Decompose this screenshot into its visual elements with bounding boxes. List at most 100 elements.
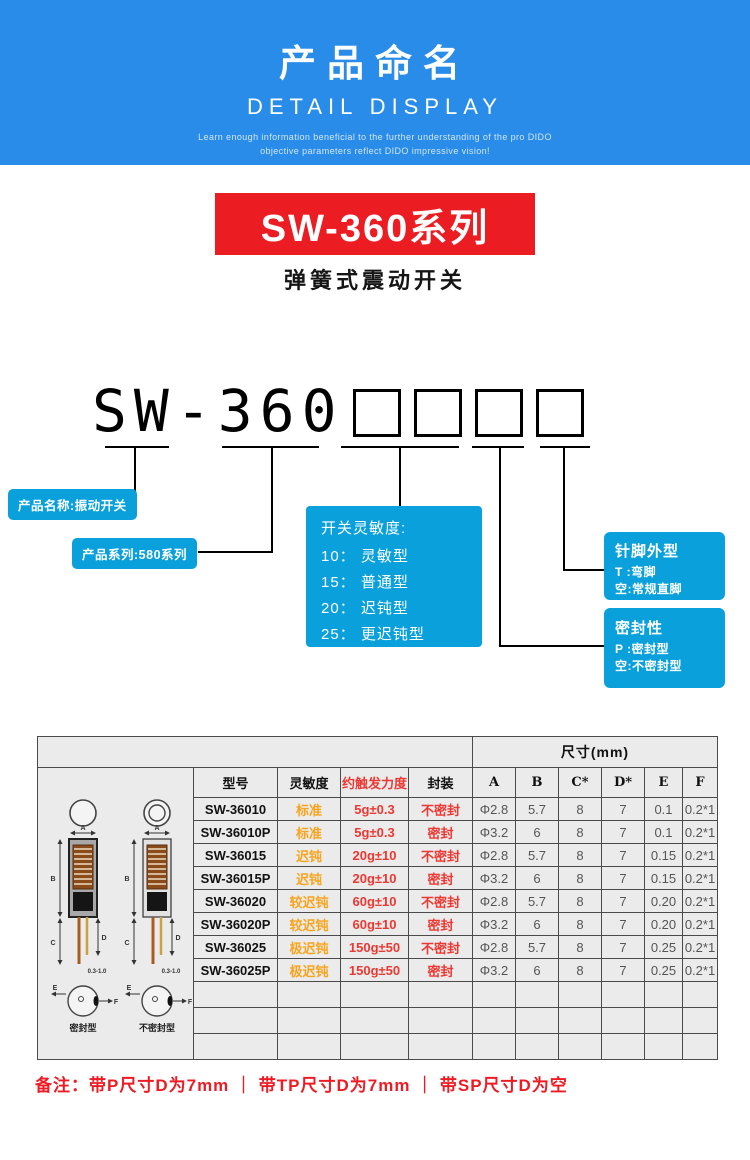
unsealed-label: 不密封型 — [138, 1022, 174, 1033]
spec-cell: 5.7 — [515, 889, 559, 913]
spec-cell: Φ3.2 — [472, 866, 516, 890]
svg-text:B: B — [50, 876, 55, 883]
spec-cell: 0.25 — [644, 958, 683, 982]
sealed-label: 密封型 — [68, 1022, 96, 1033]
spec-cell: 8 — [558, 935, 602, 959]
svg-text:C: C — [50, 940, 55, 947]
pin-type-title: 针脚外型 — [615, 543, 680, 560]
series-subtitle: 弹簧式震动开关 — [283, 268, 466, 293]
spec-cell: 5.7 — [515, 797, 559, 821]
sealing-title: 密封性 — [615, 620, 664, 637]
spec-cell: 7 — [601, 820, 645, 844]
empty-cell — [601, 981, 645, 1008]
svg-text:A: A — [154, 825, 159, 832]
callout-product-name: 产品名称:振动开关 — [8, 489, 137, 520]
empty-cell — [601, 1007, 645, 1034]
connector-line — [198, 551, 273, 553]
col-header-package: 封装 — [408, 767, 473, 798]
spec-cell: 标准 — [277, 797, 341, 821]
connector-line — [540, 446, 590, 448]
spec-cell: 0.15 — [644, 843, 683, 867]
empty-cell — [644, 1007, 683, 1034]
code-placeholder-box-2 — [413, 389, 462, 437]
col-header-sensitivity: 灵敏度 — [277, 767, 341, 798]
spec-cell: 7 — [601, 889, 645, 913]
empty-cell — [682, 1007, 718, 1034]
spec-cell: 0.2*1 — [682, 889, 718, 913]
spec-cell: 8 — [558, 797, 602, 821]
empty-cell — [558, 1007, 602, 1034]
svg-text:B: B — [124, 876, 129, 883]
connector-line — [499, 645, 604, 647]
svg-text:E: E — [52, 985, 57, 992]
empty-cell — [515, 1033, 559, 1060]
spec-cell: 0.2*1 — [682, 935, 718, 959]
empty-cell — [472, 1007, 516, 1034]
sensitivity-option: 20： 迟钝型 — [321, 600, 409, 617]
empty-cell — [472, 1033, 516, 1060]
column-header-row: A B C D 0 — [37, 767, 718, 1060]
empty-cell — [340, 1033, 409, 1060]
empty-cell — [515, 981, 559, 1008]
spec-cell: 0.2*1 — [682, 866, 718, 890]
spec-cell: 7 — [601, 935, 645, 959]
spec-cell: 0.2*1 — [682, 912, 718, 936]
empty-row — [38, 1033, 718, 1060]
spec-cell: Φ3.2 — [472, 958, 516, 982]
connector-line — [222, 446, 319, 448]
unsealed-switch-figure: A B C D 0 — [124, 799, 192, 1033]
spec-cell: SW-36025P — [193, 958, 278, 982]
spec-cell: Φ2.8 — [472, 889, 516, 913]
spec-cell: 0.1 — [644, 797, 683, 821]
remark-note: 备注：带P尺寸D为7mm ｜ 带TP尺寸D为7mm ｜ 带SP尺寸D为空 — [35, 1076, 568, 1095]
svg-text:A: A — [80, 825, 85, 832]
empty-cell — [340, 1007, 409, 1034]
empty-cell — [193, 981, 278, 1008]
sensitivity-title: 开关灵敏度: — [321, 520, 407, 537]
spec-cell: 极迟钝 — [277, 935, 341, 959]
spec-cell: 较迟钝 — [277, 912, 341, 936]
spec-cell: 7 — [601, 912, 645, 936]
spec-cell: Φ3.2 — [472, 820, 516, 844]
col-header-b: B — [515, 767, 559, 798]
connector-line — [399, 446, 401, 506]
spec-cell: 6 — [515, 912, 559, 936]
pin-type-line-1: T :弯脚 — [615, 565, 657, 579]
svg-text:0.3-1.0: 0.3-1.0 — [87, 969, 106, 975]
spec-cell: SW-36020P — [193, 912, 278, 936]
col-header-d: D* — [601, 767, 645, 798]
series-banner: SW-360系列 — [215, 193, 535, 255]
spec-cell: 不密封 — [408, 935, 473, 959]
callout-product-series: 产品系列:580系列 — [72, 538, 198, 569]
spec-cell: 6 — [515, 820, 559, 844]
empty-cell — [408, 1033, 473, 1060]
spec-cell: Φ2.8 — [472, 843, 516, 867]
col-header-trigger-force: 约触发力度 — [340, 767, 409, 798]
callout-sealing: 密封性 P :密封型 空:不密封型 — [604, 608, 725, 688]
spec-cell: 不密封 — [408, 843, 473, 867]
spec-cell: 0.2*1 — [682, 797, 718, 821]
tagline-line-2: objective parameters reflect DIDO impres… — [260, 146, 490, 156]
spec-cell: 5.7 — [515, 843, 559, 867]
svg-text:D: D — [101, 935, 106, 942]
svg-text:E: E — [126, 985, 131, 992]
dimension-header: 尺寸(mm) — [472, 736, 718, 768]
col-header-f: F — [682, 767, 718, 798]
spec-cell: 6 — [515, 958, 559, 982]
spec-cell: SW-36020 — [193, 889, 278, 913]
spec-cell: 迟钝 — [277, 866, 341, 890]
callout-pin-type: 针脚外型 T :弯脚 空:常规直脚 — [604, 532, 725, 600]
spec-cell: 0.20 — [644, 889, 683, 913]
connector-line — [563, 446, 565, 571]
spec-cell: 8 — [558, 820, 602, 844]
svg-text:0.3-1.0: 0.3-1.0 — [161, 969, 180, 975]
spec-cell: 5g±0.3 — [340, 820, 409, 844]
spec-cell: 5.7 — [515, 935, 559, 959]
col-header-c: C* — [558, 767, 602, 798]
